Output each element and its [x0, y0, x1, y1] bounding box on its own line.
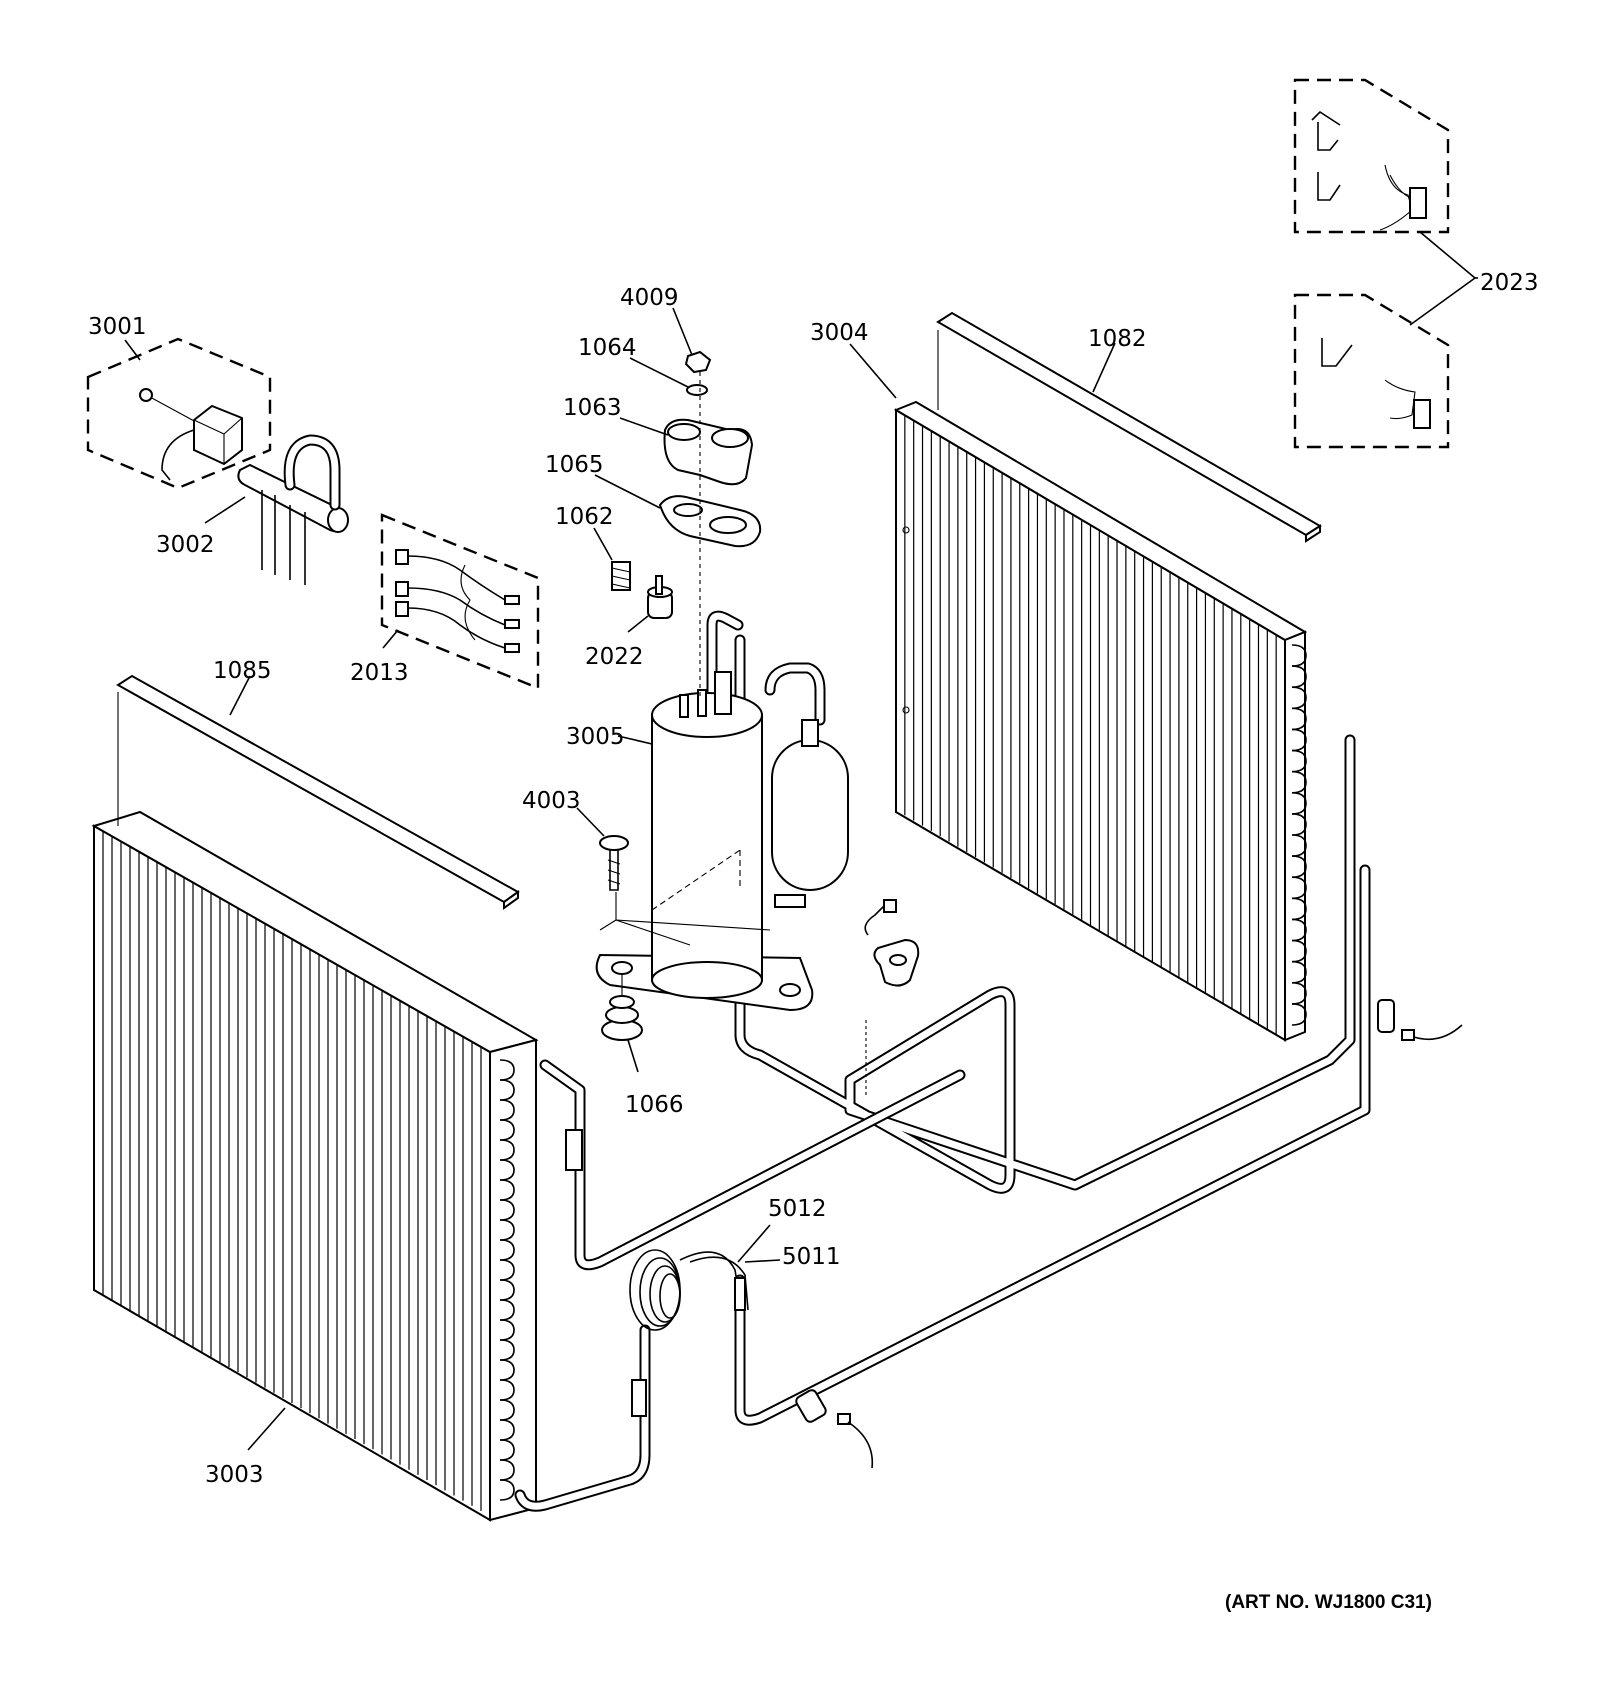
- return-bend: [1291, 791, 1307, 815]
- return-bend: [499, 1279, 515, 1301]
- return-bend: [499, 1239, 515, 1261]
- overload-2022: [647, 575, 673, 619]
- return-bend: [1291, 834, 1307, 857]
- return-bend: [1291, 1003, 1307, 1026]
- grommet-1066: [601, 975, 643, 1041]
- reversing-valve-3002: [237, 434, 349, 585]
- return-bend: [499, 1179, 515, 1201]
- art-number: (ART NO. WJ1800 C31): [1225, 1592, 1432, 1613]
- return-bend: [1291, 960, 1307, 984]
- part-labels: 3001 3002 2013 4009 1064 1063 1065 1062 …: [88, 270, 1539, 1613]
- spring-1062: [611, 561, 631, 591]
- return-bend: [499, 1119, 515, 1141]
- return-bend: [1291, 939, 1307, 963]
- compressor: [595, 671, 814, 1012]
- label-3002: 3002: [156, 532, 215, 558]
- insulation-strip-1085: [116, 674, 520, 910]
- return-bend: [1291, 665, 1307, 689]
- return-bend: [499, 1159, 515, 1181]
- return-bend: [499, 1099, 515, 1121]
- return-bend: [499, 1259, 515, 1281]
- return-bend: [499, 1399, 515, 1421]
- label-3004: 3004: [810, 320, 869, 346]
- return-bend: [499, 1199, 515, 1221]
- return-bend: [499, 1379, 515, 1401]
- label-2013: 2013: [350, 660, 409, 686]
- reversing-valve-kit-3001: [86, 337, 272, 490]
- return-bend: [499, 1219, 515, 1241]
- label-4003: 4003: [522, 788, 581, 814]
- return-bend: [1291, 855, 1307, 879]
- label-3003: 3003: [205, 1462, 264, 1488]
- return-bend: [1291, 813, 1307, 836]
- return-bend: [1291, 897, 1307, 921]
- wire-harness-kit-2023: [1293, 78, 1478, 449]
- return-bend: [499, 1299, 515, 1321]
- return-bend: [1291, 707, 1307, 731]
- return-bend: [1291, 918, 1307, 942]
- label-5012: 5012: [768, 1196, 827, 1222]
- label-1082: 1082: [1088, 326, 1147, 352]
- return-bend: [499, 1319, 515, 1341]
- return-bend: [499, 1139, 515, 1161]
- label-1062: 1062: [555, 504, 614, 530]
- return-bend: [1291, 770, 1307, 794]
- return-bend: [499, 1359, 515, 1381]
- return-bend: [1291, 981, 1307, 1005]
- label-2022: 2022: [585, 644, 644, 670]
- return-bend: [499, 1459, 515, 1481]
- label-3001: 3001: [88, 314, 147, 340]
- terminal-cover: [864, 899, 920, 987]
- label-1064: 1064: [578, 335, 637, 361]
- return-bend: [1291, 644, 1307, 667]
- refrigerant-tubing: [514, 610, 1371, 1512]
- label-1066: 1066: [625, 1092, 684, 1118]
- return-bend: [499, 1479, 515, 1501]
- insulation-strip-1082: [936, 311, 1322, 543]
- return-bend: [1291, 876, 1307, 900]
- return-bend: [1291, 686, 1307, 710]
- label-1063: 1063: [563, 395, 622, 421]
- return-bend: [499, 1339, 515, 1361]
- wire-harness-kit-2013: [380, 513, 540, 690]
- leader-lines: [124, 307, 1116, 1451]
- return-bend: [1291, 728, 1307, 752]
- label-1065: 1065: [545, 452, 604, 478]
- return-bend: [499, 1439, 515, 1461]
- sensor-right: [1377, 999, 1463, 1041]
- return-bend: [1291, 749, 1307, 773]
- condenser-coil-left: [91, 810, 539, 1522]
- label-2023: 2023: [1480, 270, 1539, 296]
- capillary-tube-coil: [565, 1129, 749, 1417]
- evaporator-coil-right: [893, 400, 1308, 1042]
- return-bend: [499, 1059, 515, 1081]
- bolt-4003: [599, 835, 771, 946]
- label-4009: 4009: [620, 285, 679, 311]
- label-3005: 3005: [566, 724, 625, 750]
- sensor-bottom: [795, 1389, 874, 1469]
- return-bend: [499, 1419, 515, 1441]
- cover-assembly: [658, 350, 762, 700]
- label-1085: 1085: [213, 658, 272, 684]
- accumulator: [771, 719, 849, 908]
- label-5011: 5011: [782, 1244, 841, 1270]
- return-bend: [499, 1079, 515, 1101]
